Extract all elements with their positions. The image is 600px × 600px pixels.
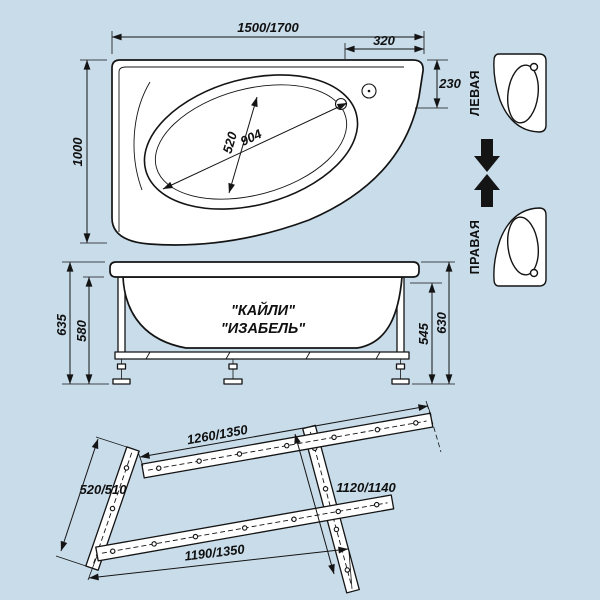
dim-overall-width: 1500/1700 — [237, 20, 299, 35]
top-long-rail — [141, 412, 434, 479]
rail-hole — [331, 434, 337, 441]
left-foot-pad — [112, 378, 131, 385]
dim-line-frame-left — [60, 438, 99, 552]
rail-hole — [192, 533, 199, 540]
rail-hole — [196, 458, 202, 464]
rail-hole — [322, 486, 329, 492]
frame-channel — [114, 351, 410, 360]
dim-line-frame-top — [139, 404, 429, 459]
frame-dashed-extension — [426, 403, 442, 453]
rail-hole — [413, 420, 419, 426]
tub-rim-profile — [109, 261, 420, 278]
left-orientation-tub-icon — [493, 53, 547, 133]
adjustable-feet-bolts — [121, 359, 401, 379]
deck-contour — [133, 81, 151, 191]
rail-hole — [373, 501, 380, 508]
dim-frame-right: 1120/1140 — [336, 480, 396, 495]
feet-nuts-and-pads — [112, 363, 410, 385]
right-foot-nut — [395, 363, 406, 370]
rail-hole — [151, 541, 157, 547]
model-name-2: "ИЗАБЕЛЬ" — [221, 321, 306, 337]
dim-line-frame-bottom — [88, 546, 349, 581]
dim-height-left-outer: 635 — [54, 313, 69, 335]
faucet-hole-center — [367, 89, 371, 93]
orientation-left-label: ЛЕВАЯ — [468, 70, 482, 116]
left-foot-nut — [116, 363, 127, 370]
dim-side-offset: 230 — [438, 76, 461, 91]
side-extension-lines — [62, 261, 455, 385]
dim-height-right-outer: 630 — [434, 311, 449, 333]
rail-hole — [110, 548, 116, 554]
dim-corner-offset: 320 — [373, 33, 395, 48]
dim-frame-bottom: 1190/1350 — [184, 541, 247, 563]
frame-view: 1260/1350 520/510 1120/1140 1190/1350 — [55, 400, 442, 594]
model-name-1: "КАЙЛИ" — [231, 301, 296, 319]
middle-foot-pad — [223, 378, 243, 385]
side-view: "КАЙЛИ" "ИЗАБЕЛЬ" 635 580 545 630 — [54, 261, 455, 385]
rail-hole — [335, 508, 342, 515]
dim-depth: 1000 — [70, 137, 85, 167]
dim-height-left-inner: 580 — [74, 319, 89, 341]
down-arrow-icon — [474, 139, 500, 172]
rail-hole — [344, 567, 351, 573]
right-orientation-tub-icon — [493, 207, 547, 287]
rail-hole — [109, 505, 116, 512]
middle-foot-nut — [228, 363, 238, 370]
rail-hole — [333, 526, 340, 533]
rail-hole — [236, 451, 243, 457]
frame-channel-ticks — [145, 351, 381, 360]
rail-hole — [284, 442, 290, 449]
right-foot-pad — [391, 378, 410, 385]
tub-body-profile — [122, 276, 403, 349]
dim-line-basin-width — [228, 96, 258, 194]
plan-view: 1500/1700 320 230 1000 904 520 — [70, 20, 462, 246]
up-arrow-icon — [474, 174, 500, 207]
dim-basin-width: 520 — [220, 129, 241, 155]
tub-inner-rim-line — [118, 66, 404, 232]
orientation-legend: ЛЕВАЯ ПРАВАЯ — [468, 53, 547, 287]
rail-hole — [123, 465, 130, 471]
rail-hole — [156, 465, 162, 471]
dim-frame-left: 520/510 — [80, 482, 128, 497]
rail-hole — [291, 516, 297, 523]
rail-hole — [241, 525, 248, 531]
rail-hole — [374, 426, 381, 433]
orientation-right-label: ПРАВАЯ — [468, 220, 482, 275]
dim-height-right-inner: 545 — [416, 322, 431, 344]
